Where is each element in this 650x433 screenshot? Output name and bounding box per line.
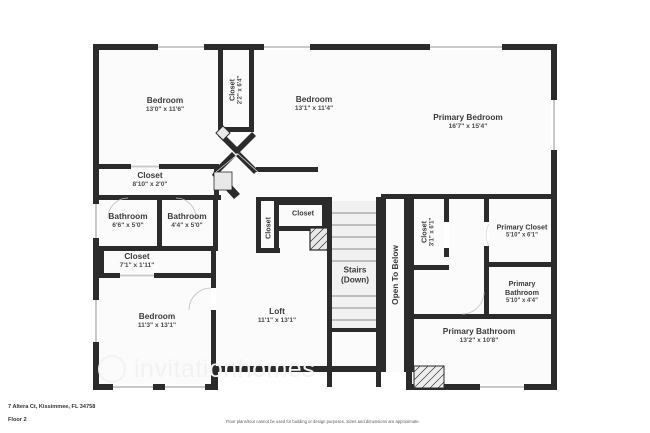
footer: 7 Altera Ct, Kissimmee, FL 34758 Floor 2…	[0, 400, 650, 433]
room-name: Bedroom	[146, 95, 184, 106]
room-name: Primary Bathroom	[505, 278, 539, 297]
room-name: Closet	[137, 170, 163, 181]
open-to-below-shaft	[386, 201, 404, 372]
room-dimensions: 5'10" x 4'4"	[506, 297, 538, 304]
stairs-label-line1: Stairs	[343, 264, 367, 275]
room-label-bathroom-left: Bathroom 6'6" x 5'0"	[108, 211, 147, 231]
room-label-closet-mid-vert: Closet	[264, 217, 273, 239]
room-label-closet-mid: Closet	[292, 209, 314, 218]
room-label-primary-bath-sm: Primary Bathroom 5'10" x 4'4"	[495, 279, 549, 306]
room-label-closet-primary-sm: Closet 3'1" x 6'1"	[419, 218, 437, 247]
room-name: Closet	[419, 221, 429, 243]
room-dimensions: 8'10" x 2'0"	[132, 181, 168, 189]
room-dimensions: 11'3" x 13'1"	[137, 322, 177, 330]
interior-walls	[99, 47, 557, 387]
room-label-primary-closet: Primary Closet 5'10" x 6'1"	[496, 222, 548, 240]
room-dimensions: 16'7" x 15'4"	[448, 123, 488, 131]
room-label-bathroom-right: Bathroom 4'4" x 5'0"	[167, 211, 206, 231]
room-label-bedroom-n: Bedroom 13'1" x 11'4"	[295, 94, 333, 114]
room-label-bedroom-sw: Bedroom 11'3" x 13'1"	[138, 311, 176, 331]
room-dimensions: 4'4" x 5'0"	[171, 222, 203, 230]
room-dimensions: 3'1" x 6'1"	[429, 217, 436, 247]
room-name: Primary Closet	[496, 222, 548, 232]
stairs	[332, 201, 376, 328]
room-name: Closet	[263, 217, 273, 239]
open-to-below-label: Open To Below	[390, 245, 400, 305]
room-dimensions: 5'10" x 6'1"	[506, 232, 538, 239]
room-name: Bathroom	[108, 211, 148, 222]
room-name: Bedroom	[138, 311, 176, 322]
windows	[93, 44, 557, 390]
room-label-bedroom-nw: Bedroom 13'0" x 11'6"	[146, 95, 184, 115]
disclaimer-text: Floor plans/tour cannot be used for buil…	[226, 419, 420, 424]
room-label-closet-lower-left: Closet 7'1" x 1'11"	[120, 251, 155, 271]
open-to-below-text: Open To Below	[389, 245, 400, 305]
room-dimensions: 2'2" x 6'4"	[237, 75, 244, 105]
fixtures	[413, 365, 445, 389]
room-label-closet-top: Closet 2'2" x 6'4"	[227, 76, 245, 105]
room-name: Closet	[227, 79, 237, 101]
room-label-loft: Loft 11'1" x 13'1"	[258, 306, 296, 326]
room-dimensions: 6'6" x 5'0"	[112, 222, 144, 230]
stairs-label-line2: (Down)	[340, 275, 370, 285]
room-label-closet-hall: Closet 8'10" x 2'0"	[132, 170, 167, 190]
room-name: Bedroom	[295, 94, 333, 105]
room-name: Bathroom	[167, 211, 207, 222]
stairs-label: Stairs (Down)	[341, 265, 369, 286]
watermark-logo-icon	[98, 355, 126, 383]
watermark-text: invitationhomes	[134, 354, 316, 383]
room-name: Primary Bedroom	[433, 112, 503, 123]
room-label-primary-bedroom: Primary Bedroom 16'7" x 15'4"	[433, 112, 503, 132]
door-swings	[107, 153, 490, 315]
watermark: invitationhomes	[98, 352, 328, 386]
room-name: Closet	[292, 208, 314, 218]
room-name: Closet	[124, 251, 150, 262]
room-dimensions: 7'1" x 1'11"	[119, 262, 155, 270]
room-name: Loft	[269, 306, 285, 317]
room-dimensions: 13'0" x 11'6"	[145, 106, 185, 114]
room-name: Primary Bathroom	[442, 326, 516, 337]
room-dimensions: 11'1" x 13'1"	[257, 317, 297, 325]
floor-plan-drawing	[93, 44, 557, 390]
floor-label: Floor 2	[8, 417, 27, 423]
room-label-primary-bath-lg: Primary Bathroom 13'2" x 10'8"	[443, 326, 515, 346]
room-dimensions: 13'2" x 10'8"	[459, 337, 499, 345]
property-address: 7 Altera Ct, Kissimmee, FL 34758	[8, 404, 96, 410]
room-dimensions: 13'1" x 11'4"	[294, 105, 334, 113]
